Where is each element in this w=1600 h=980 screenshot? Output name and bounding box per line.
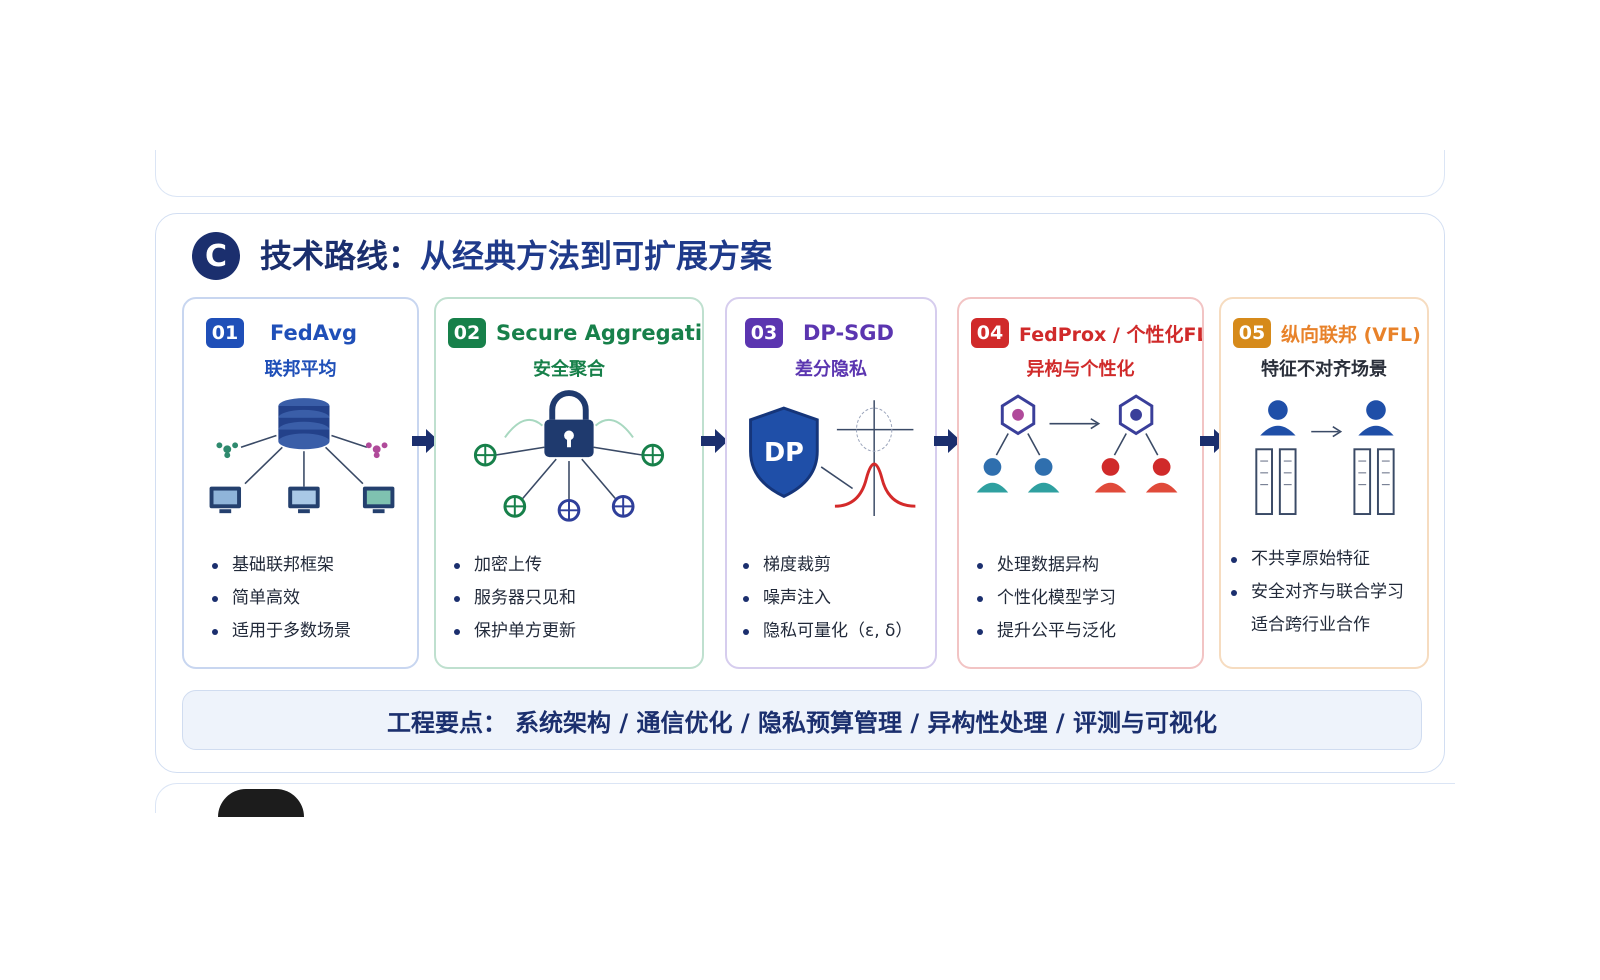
node-icon bbox=[557, 498, 581, 522]
list-item: 梯度裁剪 bbox=[737, 549, 929, 582]
card-bullet-list: 基础联邦框架 简单高效 适用于多数场景 bbox=[206, 549, 411, 648]
node-icon-right bbox=[365, 442, 388, 459]
node-icon bbox=[473, 443, 497, 467]
card-bullet-list: 处理数据异构 个性化模型学习 提升公平与泛化 bbox=[971, 549, 1196, 648]
personalization-illustration bbox=[976, 394, 1178, 493]
computer-icon-center bbox=[288, 486, 320, 514]
lock-icon bbox=[544, 390, 594, 458]
avatar bbox=[218, 789, 304, 817]
flow-arrow-icon bbox=[934, 429, 961, 453]
secure-aggregation-illustration bbox=[473, 390, 665, 522]
dp-badge-text: DP bbox=[764, 438, 804, 468]
card-name: DP-SGD bbox=[803, 321, 894, 345]
card-bullet-list: 不共享原始特征 安全对齐与联合学习 适合跨行业合作 bbox=[1225, 543, 1421, 642]
computer-icon-right bbox=[362, 486, 395, 514]
user-icon bbox=[1094, 458, 1127, 493]
shield-icon: DP bbox=[749, 406, 819, 499]
list-item: 服务器只见和 bbox=[448, 582, 696, 615]
card-name: FedAvg bbox=[270, 321, 357, 345]
card-subtitle: 异构与个性化 bbox=[1026, 359, 1135, 380]
list-item: 简单高效 bbox=[206, 582, 411, 615]
card-header: 02 Secure Aggregation bbox=[448, 317, 702, 349]
list-item: 处理数据异构 bbox=[971, 549, 1196, 582]
card-header: 01 FedAvg bbox=[206, 317, 409, 349]
node-icon bbox=[503, 495, 527, 518]
engineering-points-text: 系统架构 / 通信优化 / 隐私预算管理 / 异构性处理 / 评测与可视化 bbox=[515, 708, 1217, 737]
user-icon bbox=[1145, 458, 1178, 493]
model-node-icon-left bbox=[1000, 394, 1036, 436]
user-icon bbox=[1260, 400, 1296, 436]
card-bullet-list: 加密上传 服务器只见和 保护单方更新 bbox=[448, 549, 696, 648]
list-item: 适合跨行业合作 bbox=[1251, 615, 1370, 635]
card-number-badge: 01 bbox=[206, 318, 244, 348]
user-icon bbox=[1358, 400, 1394, 436]
computer-icon-left bbox=[209, 486, 242, 514]
engineering-points-label: 工程要点： bbox=[387, 708, 508, 737]
card-fedprox: 04 FedProx / 个性化FL 异构与个性化 处理数据异构 个性化模型学习… bbox=[957, 297, 1204, 669]
user-icon bbox=[1027, 458, 1060, 493]
card-subtitle: 特征不对齐场景 bbox=[1261, 359, 1387, 380]
card-subtitle: 安全聚合 bbox=[533, 359, 605, 380]
card-number-badge: 03 bbox=[745, 318, 783, 348]
list-item: 基础联邦框架 bbox=[206, 549, 411, 582]
card-header: 04 FedProx / 个性化FL bbox=[971, 317, 1202, 349]
list-item: 适用于多数场景 bbox=[206, 615, 411, 648]
engineering-points-bar: 工程要点： 系统架构 / 通信优化 / 隐私预算管理 / 异构性处理 / 评测与… bbox=[182, 690, 1422, 750]
node-icon bbox=[641, 443, 665, 467]
card-subtitle: 差分隐私 bbox=[795, 359, 867, 380]
feature-column-icon bbox=[1255, 448, 1395, 516]
node-icon bbox=[611, 495, 635, 518]
card-name: Secure Aggregation bbox=[496, 321, 703, 345]
card-name: FedProx / 个性化FL bbox=[1019, 323, 1204, 346]
card-number-badge: 02 bbox=[448, 318, 486, 348]
card-secure-aggregation: 02 Secure Aggregation 安全聚合 加密上传 服务器只见和 保… bbox=[434, 297, 704, 669]
list-item: 加密上传 bbox=[448, 549, 696, 582]
differential-privacy-illustration: DP bbox=[749, 400, 916, 516]
section-title-main: 技术路线： bbox=[260, 237, 421, 275]
list-item: 不共享原始特征 bbox=[1225, 543, 1421, 576]
section-title: 技术路线：从经典方法到可扩展方案 bbox=[260, 232, 772, 280]
card-header: 05 纵向联邦 (VFL) bbox=[1233, 317, 1421, 349]
card-header: 03 DP-SGD bbox=[745, 317, 927, 349]
list-item: 个性化模型学习 bbox=[971, 582, 1196, 615]
section-letter-badge: C bbox=[192, 232, 240, 280]
model-node-icon-right bbox=[1118, 394, 1154, 436]
vertical-fl-illustration bbox=[1255, 400, 1395, 516]
next-section-panel bbox=[155, 783, 1455, 813]
card-subtitle: 联邦平均 bbox=[264, 359, 337, 380]
user-icon bbox=[976, 458, 1009, 493]
card-dp-sgd: 03 DP-SGD 差分隐私 DP 梯度裁剪 噪声注入 隐私可量化（ε, δ） bbox=[725, 297, 937, 669]
previous-section-panel bbox=[155, 150, 1445, 197]
central-server-illustration bbox=[209, 398, 395, 514]
distribution-plot-icon bbox=[820, 400, 916, 516]
list-item: 隐私可量化（ε, δ） bbox=[737, 615, 929, 648]
node-icon-left bbox=[216, 442, 239, 459]
section-title-sub: 从经典方法到可扩展方案 bbox=[420, 237, 773, 275]
database-icon bbox=[278, 398, 330, 450]
list-item: 安全对齐与联合学习 bbox=[1225, 576, 1421, 609]
card-fedavg: 01 FedAvg 联邦平均 基础联邦框架 简单高效 适用于多数场景 bbox=[182, 297, 419, 669]
flow-arrow-icon bbox=[412, 429, 439, 453]
list-item: 噪声注入 bbox=[737, 582, 929, 615]
list-item: 保护单方更新 bbox=[448, 615, 696, 648]
card-name: 纵向联邦 (VFL) bbox=[1281, 323, 1421, 346]
list-item: 提升公平与泛化 bbox=[971, 615, 1196, 648]
card-vertical-fl: 05 纵向联邦 (VFL) 特征不对齐场景 不共享原始特征 安全对齐与联合学习 … bbox=[1219, 297, 1429, 669]
card-bullet-list: 梯度裁剪 噪声注入 隐私可量化（ε, δ） bbox=[737, 549, 929, 648]
card-number-badge: 05 bbox=[1233, 318, 1271, 348]
card-number-badge: 04 bbox=[971, 318, 1009, 348]
flow-arrow-icon bbox=[701, 429, 728, 453]
